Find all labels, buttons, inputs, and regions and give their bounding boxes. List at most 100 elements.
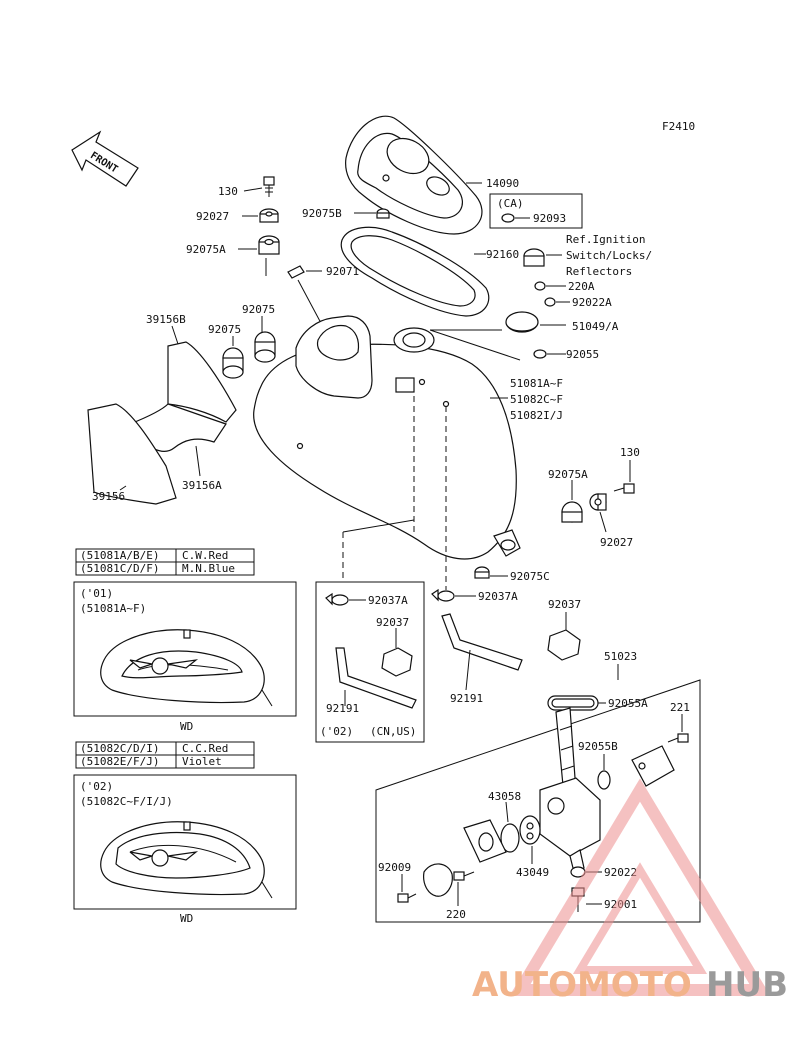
clamp-92037A-left-icon (325, 592, 349, 606)
hose-92191-left (335, 647, 417, 709)
callout-43049: 43049 (516, 866, 549, 879)
color-table-2-code-2: (51082E/F/J) (80, 755, 159, 768)
oring-43058-icon (500, 823, 520, 853)
ref-note-line1: Ref.Ignition (566, 233, 645, 246)
watermark-logo (509, 778, 771, 996)
bolt-130-icon (263, 176, 275, 197)
callout-92075-right: 92075 (242, 303, 275, 316)
callout-92075A-right: 92075A (548, 468, 588, 481)
callout-130-right: 130 (620, 446, 640, 459)
ca-label: (CA) (497, 197, 524, 210)
callout-92071: 92071 (326, 265, 359, 278)
variant-1-parts: (51081A~F) (80, 602, 146, 615)
color-table-1-color-1: C.W.Red (182, 549, 228, 562)
color-table-1-code-2: (51081C/D/F) (80, 562, 159, 575)
clip-92037-left-icon (381, 647, 413, 677)
callout-92027-left: 92027 (196, 210, 229, 223)
screw-221-icon (667, 733, 689, 743)
callout-92075A-left: 92075A (186, 243, 226, 256)
cover-221-icon (631, 745, 675, 787)
collar-92027-icon (259, 208, 279, 223)
tank-variant-2-illustration (100, 821, 273, 899)
pad-39156 (87, 403, 177, 505)
ca-box (489, 193, 583, 229)
oring-92055A-icon (547, 695, 599, 711)
callout-92075B: 92075B (302, 207, 342, 220)
pad-39156B (167, 341, 237, 423)
tank-variant-1-illustration (100, 629, 273, 707)
figure-code: F2410 (662, 120, 695, 133)
callout-92055A: 92055A (608, 697, 648, 710)
callout-92037-left: 92037 (376, 616, 409, 629)
callout-92037-right: 92037 (548, 598, 581, 611)
callout-220: 220 (446, 908, 466, 921)
callout-92055: 92055 (566, 348, 599, 361)
fuel-tap-body (539, 707, 601, 873)
callout-92093: 92093 (533, 212, 566, 225)
callout-92075C: 92075C (510, 570, 550, 583)
gasket-plate-icon (463, 819, 507, 863)
callout-92037A-left: 92037A (368, 594, 408, 607)
front-arrow-icon: FRONT (71, 130, 139, 187)
washer-92022A-icon (544, 297, 556, 307)
color-table-1-color-2: M.N.Blue (182, 562, 235, 575)
ref-note-line3: Reflectors (566, 265, 632, 278)
callout-92055B: 92055B (578, 740, 618, 753)
damper-92075A-right-icon (561, 501, 583, 523)
callout-220A: 220A (568, 280, 595, 293)
variant-2-year: ('02) (80, 780, 113, 793)
oring-92055-icon (533, 349, 547, 359)
clamp-92037A-right-icon (431, 588, 455, 602)
hose-box-regions: (CN,US) (370, 725, 416, 738)
callout-92022A: 92022A (572, 296, 612, 309)
variant-1-year: ('01) (80, 587, 113, 600)
callout-92009: 92009 (378, 861, 411, 874)
pad-39156A (129, 403, 227, 452)
screw-220-icon (453, 871, 475, 881)
callout-39156: 39156 (92, 490, 125, 503)
grommet-92075B-icon (376, 208, 390, 219)
ref-note-line2: Switch/Locks/ (566, 249, 652, 262)
callout-14090: 14090 (486, 177, 519, 190)
callout-51082C: 51082C~F (510, 393, 563, 406)
color-table-2-color-2: Violet (182, 755, 222, 768)
variant-2-parts: (51082C~F/I/J) (80, 795, 173, 808)
gasket-92160 (340, 226, 490, 317)
callout-51081: 51081A~F (510, 377, 563, 390)
fuel-cap-51049A-icon (505, 311, 539, 333)
ignition-knob-icon (523, 248, 545, 267)
damper-92075-right-icon (254, 331, 276, 363)
fuel-tank-51081 (253, 315, 521, 560)
lever-knob-icon (423, 863, 453, 897)
color-table-2-code-1: (51082C/D/I) (80, 742, 159, 755)
callout-51082I: 51082I/J (510, 409, 563, 422)
damper-92075-left-icon (222, 347, 244, 379)
callout-51023: 51023 (604, 650, 637, 663)
callout-92037A-right: 92037A (478, 590, 518, 603)
callout-92022: 92022 (604, 866, 637, 879)
callout-39156A: 39156A (182, 479, 222, 492)
diaphragm-43049-icon (519, 815, 541, 845)
meter-cover-14090 (345, 115, 483, 235)
damper-92075C-icon (474, 566, 490, 579)
fuel-tap-box (375, 679, 701, 923)
callout-221: 221 (670, 701, 690, 714)
callout-51049A: 51049/A (572, 320, 619, 333)
callout-92160: 92160 (486, 248, 519, 261)
color-table-2-color-1: C.C.Red (182, 742, 228, 755)
variant-2-caption: WD (180, 912, 193, 925)
collar-92027-right-icon (589, 493, 607, 511)
color-table-1-code-1: (51081A/B/E) (80, 549, 159, 562)
callout-92191-right: 92191 (450, 692, 483, 705)
watermark-text-a: AUTOMOTO (472, 965, 692, 1005)
hose-92191-right (441, 613, 523, 671)
callout-43058: 43058 (488, 790, 521, 803)
variant-1-caption: WD (180, 720, 193, 733)
damper-92075A-icon (258, 235, 280, 255)
bolt-130-right-icon (613, 483, 635, 494)
callout-92027-right: 92027 (600, 536, 633, 549)
hose-box-year: ('02) (320, 725, 353, 738)
callout-39156B: 39156B (146, 313, 186, 326)
